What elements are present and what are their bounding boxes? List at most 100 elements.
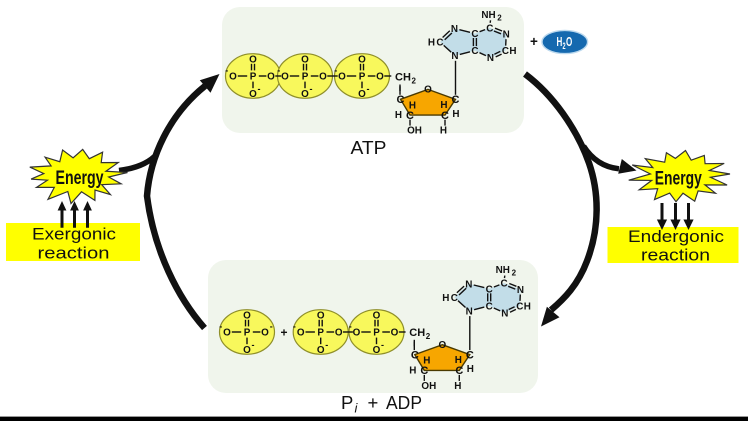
svg-text:C: C [452,94,460,106]
svg-text:P: P [302,72,309,83]
svg-text:O: O [317,311,325,322]
svg-text:C: C [486,284,493,295]
svg-text:H: H [409,365,416,376]
svg-text:P: P [244,328,251,339]
svg-text:O: O [297,328,305,339]
svg-text:+: + [280,326,287,340]
svg-text:O: O [223,328,231,339]
svg-text:C: C [471,29,478,40]
svg-text:O: O [249,89,257,100]
svg-text:OH: OH [407,126,422,137]
svg-text:H: H [467,364,474,375]
svg-text:H: H [440,126,447,137]
svg-text:O: O [267,72,275,83]
svg-text:C: C [436,38,443,49]
svg-text:ADP: ADP [386,392,422,413]
svg-text:C: C [486,23,493,34]
svg-text:H: H [409,100,416,111]
svg-text:C: C [406,110,414,122]
svg-text:O: O [319,72,327,83]
svg-text:C: C [455,365,463,377]
svg-text:O: O [358,89,366,100]
svg-text:P: P [250,72,257,83]
svg-text:CH: CH [395,72,411,84]
svg-text:+: + [368,392,379,413]
svg-text:N: N [503,30,510,41]
svg-text:CH: CH [409,327,425,339]
svg-text:ATP: ATP [351,137,387,158]
svg-text:C: C [441,110,449,122]
svg-text:O: O [249,55,257,66]
svg-text:NH: NH [481,10,495,21]
svg-text:H: H [452,109,459,120]
svg-text:NH: NH [496,265,510,276]
svg-text:N: N [517,285,524,296]
svg-text:2: 2 [562,41,565,52]
svg-text:-: - [381,340,384,350]
svg-text:Endergonic: Endergonic [628,228,724,246]
svg-text:O: O [338,72,346,83]
svg-text:reaction: reaction [38,245,110,263]
svg-text:-: - [310,84,313,94]
svg-text:H: H [423,356,430,367]
svg-text:O: O [373,311,381,322]
svg-text:H: H [509,46,516,57]
svg-text:-: - [349,322,352,332]
svg-text:N: N [466,306,473,317]
svg-text:2: 2 [512,269,517,278]
svg-text:-: - [293,322,296,332]
svg-text:O: O [391,328,399,339]
svg-text:C: C [420,365,428,377]
svg-text:C: C [501,279,508,290]
svg-text:P: P [317,328,324,339]
svg-text:H: H [455,355,462,366]
svg-text:O: O [243,311,251,322]
svg-text:H: H [440,100,447,111]
svg-text:Energy: Energy [56,167,104,189]
svg-text:O: O [424,85,432,96]
svg-text:C: C [502,46,509,57]
svg-text:-: - [219,322,222,332]
svg-text:-: - [258,84,261,94]
svg-text:O: O [353,328,361,339]
svg-text:C: C [411,349,419,361]
svg-text:N: N [451,24,458,35]
svg-text:H: H [428,38,435,49]
svg-text:-: - [367,84,370,94]
svg-text:H: H [524,301,531,312]
svg-text:O: O [281,72,289,83]
svg-text:C: C [397,94,405,106]
svg-text:P: P [359,72,366,83]
svg-text:O: O [317,345,325,356]
svg-text:i: i [355,401,359,416]
svg-text:2: 2 [412,77,417,86]
svg-text:O: O [438,340,446,351]
svg-text:O: O [376,72,384,83]
svg-text:OH: OH [421,381,436,392]
svg-text:O: O [301,55,309,66]
svg-text:P: P [341,392,353,413]
svg-text:O: O [335,328,343,339]
svg-text:Energy: Energy [655,168,702,190]
svg-text:O: O [243,345,251,356]
svg-text:O: O [301,89,309,100]
svg-text:O: O [229,72,237,83]
svg-text:O: O [373,345,381,356]
svg-text:-: - [252,340,255,350]
svg-text:H: H [454,381,461,392]
svg-text:P: P [373,328,380,339]
svg-text:N: N [451,51,458,62]
svg-text:O: O [358,55,366,66]
svg-text:reaction: reaction [641,247,710,265]
svg-text:-: - [325,340,328,350]
svg-text:C: C [516,301,523,312]
svg-text:H: H [442,293,449,304]
svg-text:H: H [395,110,402,121]
svg-text:-: - [270,322,273,332]
svg-text:-: - [225,66,228,76]
svg-text:-: - [277,66,280,76]
svg-text:N: N [487,53,494,64]
svg-text:C: C [466,349,474,361]
svg-text:Exergonic: Exergonic [32,226,116,244]
svg-text:N: N [465,279,472,290]
